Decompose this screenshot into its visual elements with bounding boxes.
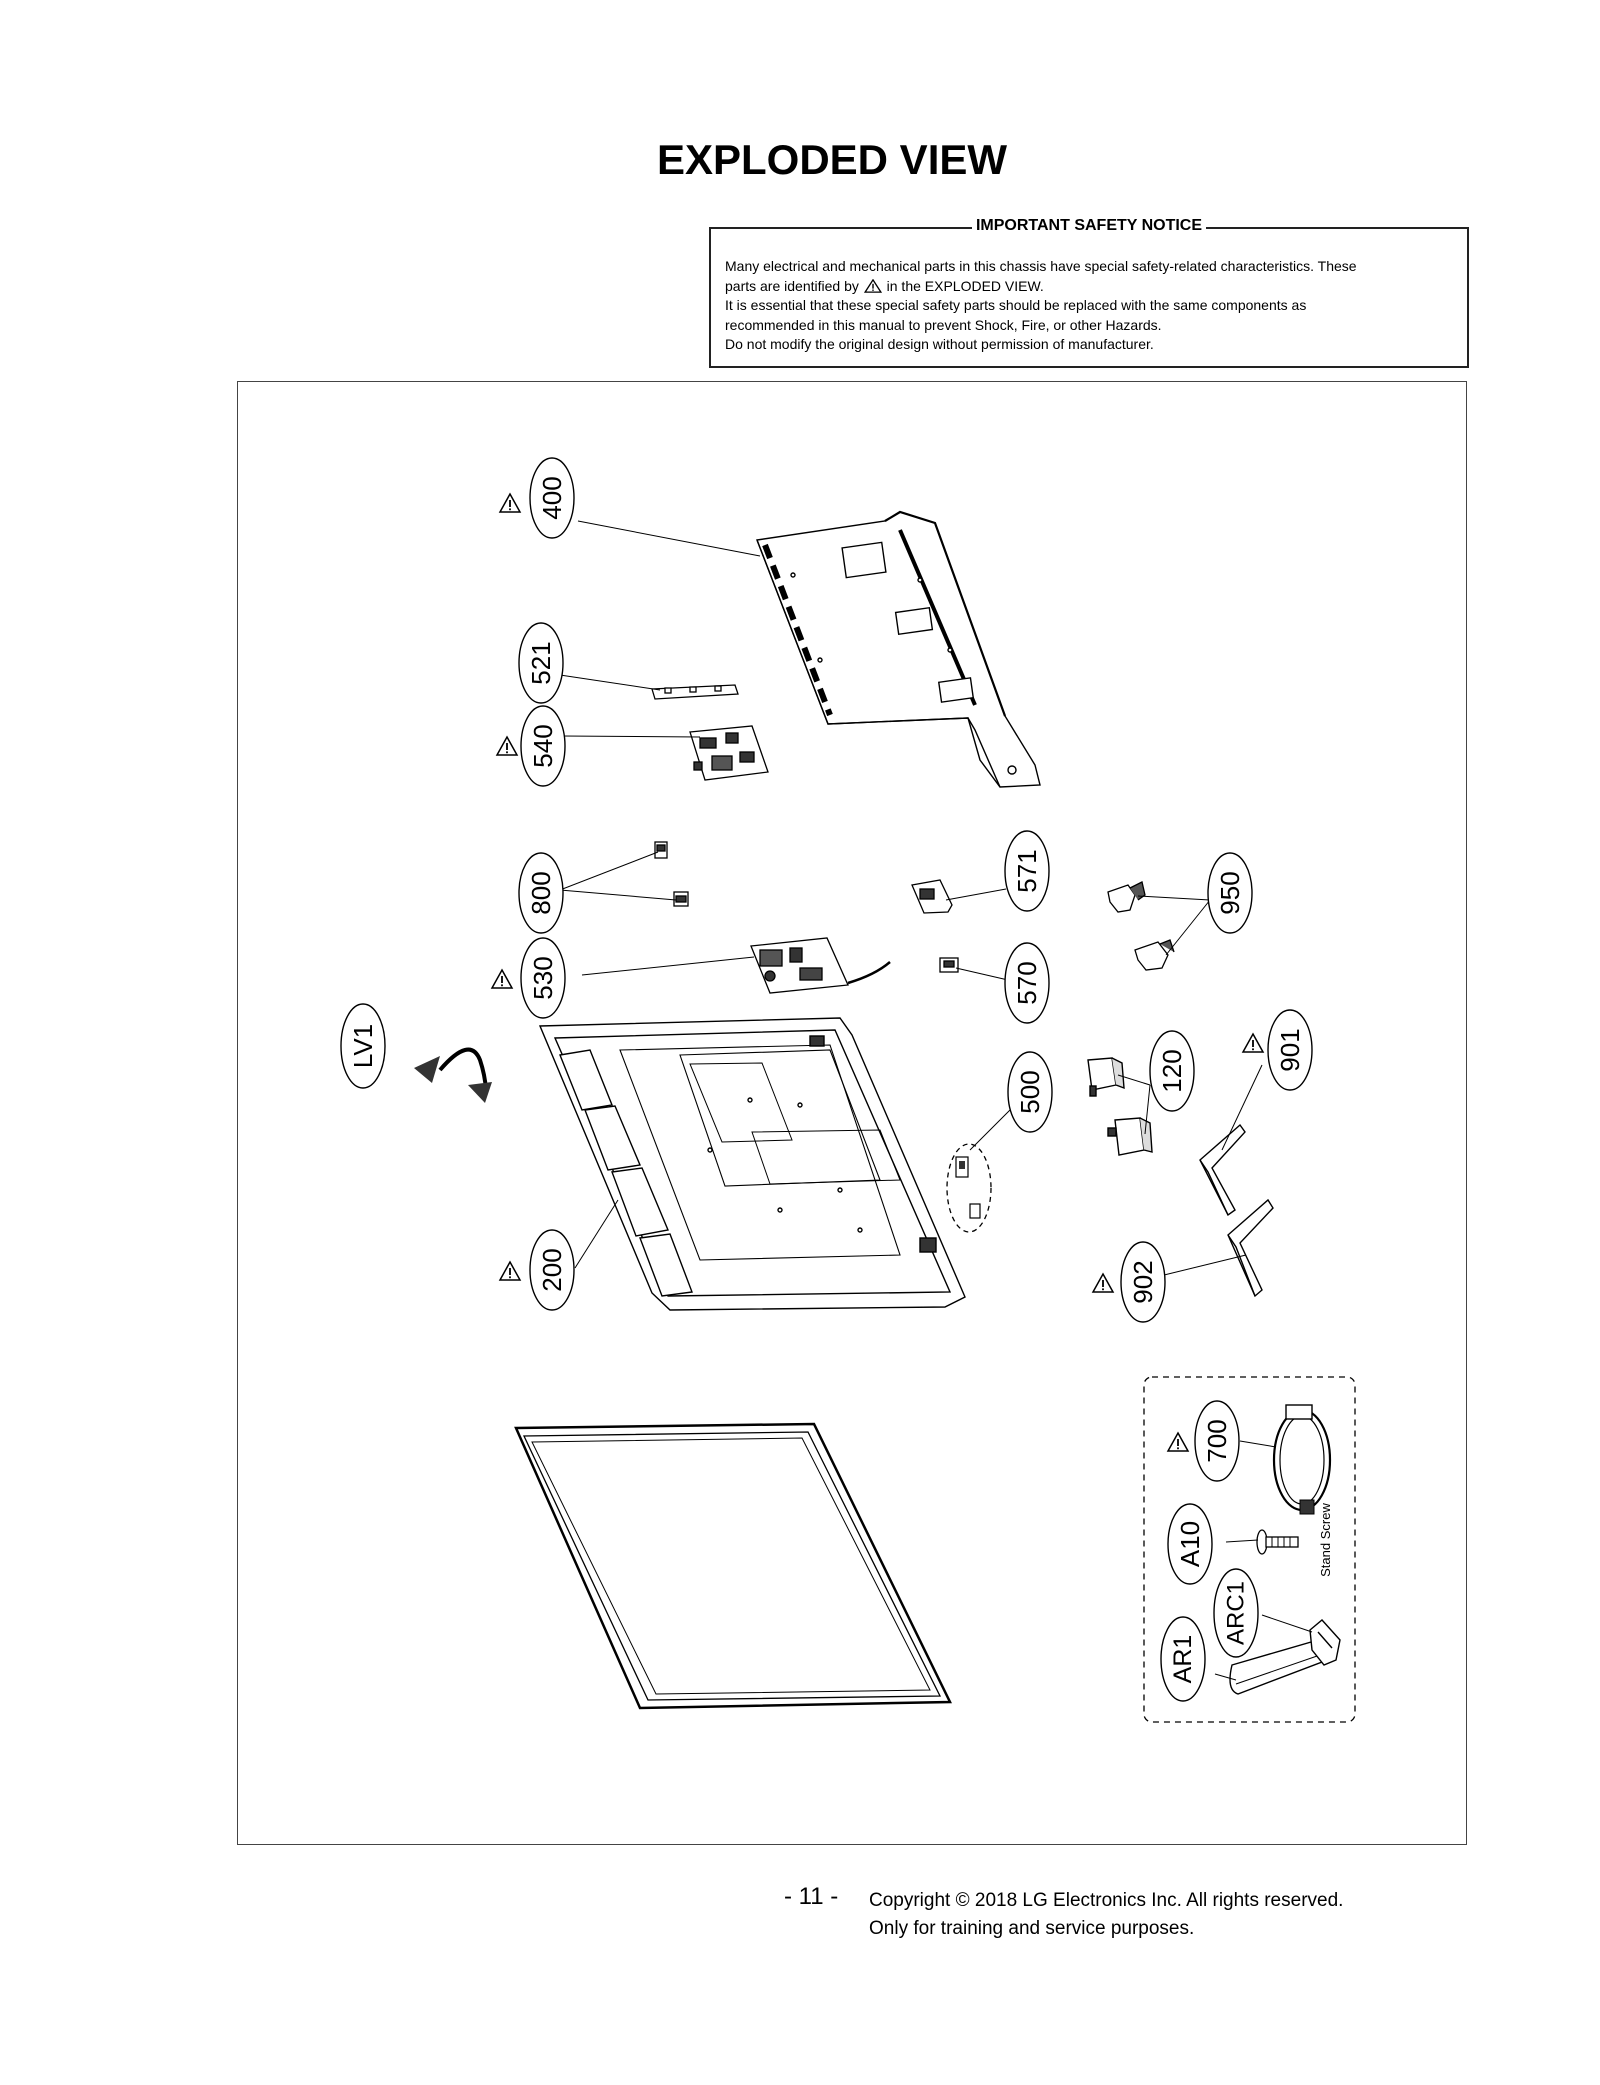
safety-warning-icon [1167, 1432, 1189, 1452]
svg-text:200: 200 [537, 1248, 567, 1291]
svg-text:400: 400 [537, 476, 567, 519]
safety-warning-icon [499, 1261, 521, 1281]
safety-warning-icon [499, 493, 521, 513]
warning-triangle-icon [863, 278, 882, 293]
safety-notice-heading: IMPORTANT SAFETY NOTICE [711, 217, 1467, 235]
part-LV1-direction-arrow [414, 1047, 492, 1103]
svg-text:A10: A10 [1175, 1521, 1205, 1567]
balloon-570: 570 [1004, 942, 1050, 1024]
svg-text:700: 700 [1202, 1419, 1232, 1462]
part-panel-display [514, 1422, 952, 1710]
safety-warning-icon [1092, 1273, 1114, 1293]
part-700-power-cord [1272, 1404, 1332, 1515]
svg-text:120: 120 [1157, 1049, 1187, 1092]
part-A10-stand-screw [1256, 1529, 1299, 1555]
balloon-A10: A10 [1167, 1503, 1213, 1585]
safety-warning-icon [491, 969, 513, 989]
balloon-200: 200 [529, 1229, 575, 1311]
svg-text:902: 902 [1128, 1260, 1158, 1303]
svg-text:570: 570 [1012, 961, 1042, 1004]
leader-lines [559, 520, 1313, 1681]
exploded-diagram-frame [237, 381, 1467, 1845]
svg-text:530: 530 [528, 956, 558, 999]
safety-notice-text: Many electrical and mechanical parts in … [725, 258, 1357, 352]
svg-text:500: 500 [1015, 1070, 1045, 1113]
part-120-speakers [1087, 1057, 1153, 1156]
balloon-ARC1: ARC1 [1213, 1568, 1259, 1658]
copyright-footer: Copyright © 2018 LG Electronics Inc. All… [869, 1890, 1344, 1939]
safety-warning-icon [496, 736, 518, 756]
part-400-back-cover [756, 510, 1041, 788]
balloon-521: 521 [518, 622, 564, 704]
safety-warning-icon [1242, 1033, 1264, 1053]
balloon-800: 800 [518, 852, 564, 934]
svg-text:ARC1: ARC1 [1223, 1581, 1250, 1645]
svg-text:AR1: AR1 [1169, 1635, 1197, 1684]
page-title: EXPLODED VIEW [656, 136, 1008, 183]
svg-text:521: 521 [526, 641, 556, 684]
balloon-530: 530 [520, 937, 566, 1019]
svg-text:540: 540 [528, 724, 558, 767]
part-800-clips [654, 841, 689, 907]
part-570-switch [939, 957, 959, 973]
svg-text:950: 950 [1215, 871, 1245, 914]
stand-screw-label: Stand Screw [1318, 1503, 1333, 1577]
svg-text:571: 571 [1012, 849, 1042, 892]
part-500-sensor-group [946, 1143, 992, 1233]
balloon-571: 571 [1004, 830, 1050, 912]
svg-text:LV1: LV1 [348, 1024, 378, 1068]
balloon-902: 902 [1120, 1241, 1166, 1323]
balloon-AR1: AR1 [1160, 1616, 1206, 1702]
balloon-950: 950 [1207, 852, 1253, 934]
part-521-bracket [651, 684, 739, 700]
part-ARC1-remote-bracket [1309, 1619, 1341, 1666]
part-540-main-board [689, 725, 769, 781]
page-number: - 11 - [784, 1883, 839, 1910]
part-571-bracket [911, 879, 953, 914]
safety-notice-box: IMPORTANT SAFETY NOTICE Many electrical … [709, 217, 1469, 368]
balloon-120: 120 [1149, 1030, 1195, 1112]
balloon-700: 700 [1194, 1400, 1240, 1482]
balloon-500: 500 [1007, 1051, 1053, 1133]
balloon-400: 400 [529, 457, 575, 539]
balloon-540: 540 [520, 705, 566, 787]
svg-text:901: 901 [1275, 1028, 1305, 1071]
svg-text:800: 800 [526, 871, 556, 914]
part-530-power-board [750, 937, 891, 994]
part-901-stand-left [1199, 1123, 1246, 1217]
balloon-LV1: LV1 [340, 1003, 386, 1089]
balloon-901: 901 [1267, 1009, 1313, 1091]
part-950-clamps [1107, 881, 1175, 971]
part-200-middle-frame [538, 1017, 966, 1311]
part-902-stand-right [1227, 1198, 1274, 1298]
